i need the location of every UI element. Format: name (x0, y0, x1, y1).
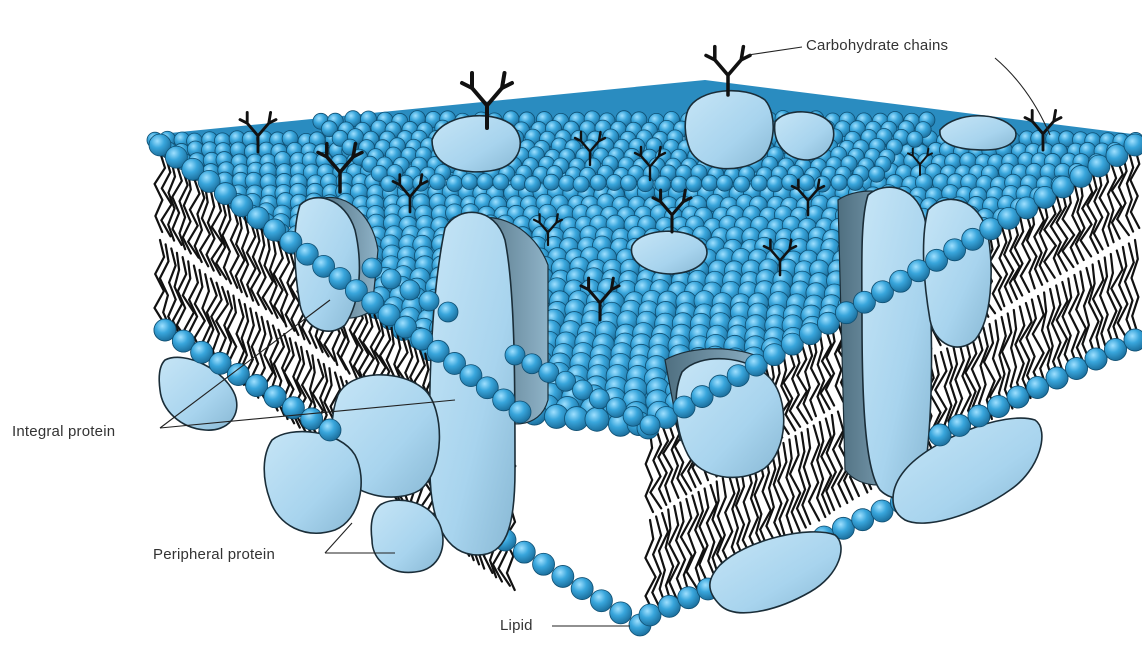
lipid-tail (1083, 268, 1092, 363)
lipid-head (429, 174, 445, 190)
lipid-head (533, 553, 555, 575)
lipid-head (606, 174, 622, 190)
lipid-head (400, 280, 420, 300)
peripheral-protein-label: Peripheral protein (153, 546, 275, 563)
lipid-head (419, 291, 439, 311)
lipid-head (871, 500, 893, 522)
lipid-head (798, 175, 814, 191)
lipid-head (1124, 134, 1142, 156)
peripheral-protein-b (371, 500, 443, 572)
surface-protein-back-left (432, 116, 520, 172)
lipid-head (734, 176, 750, 192)
lipid-head (513, 541, 535, 563)
peripheral-protein-e (710, 532, 841, 613)
surface-protein-center (631, 231, 706, 274)
lipid-tail (1125, 244, 1134, 339)
lipid-head (847, 174, 863, 190)
lipid-head (1027, 377, 1049, 399)
lipid-tail (797, 343, 807, 423)
lipid-head (509, 401, 531, 423)
lipid-head (658, 595, 680, 617)
lipid-tail (817, 422, 825, 517)
lipid-tail (659, 513, 668, 608)
carbohydrate-chains-label: Carbohydrate chains (806, 37, 948, 54)
lipid-head (907, 131, 923, 147)
lipid-head (493, 174, 509, 190)
lipid-head (477, 174, 493, 190)
lipid-head (573, 176, 589, 192)
lipid-tail (999, 226, 1007, 306)
lipid-label: Lipid (500, 617, 533, 634)
peripheral-protein-a (264, 432, 361, 534)
lipid-head (852, 509, 874, 531)
lipid-head (381, 176, 397, 192)
lipid-head (590, 590, 612, 612)
lipid-head (640, 415, 660, 435)
lipid-head (525, 176, 541, 192)
lipid-tail (652, 517, 661, 612)
lipid-head (639, 604, 661, 626)
lipid-head (621, 175, 637, 191)
lipid-head (585, 407, 609, 431)
lipid-head (559, 175, 575, 191)
lipid-head (1085, 348, 1107, 370)
surface-protein-back-center (685, 91, 773, 169)
lipid-head (543, 174, 559, 190)
lipid-tail (1126, 152, 1133, 232)
lipid-head (655, 176, 671, 192)
lipid-head (362, 258, 382, 278)
lipid-head (381, 269, 401, 289)
surface-protein-far-right (940, 116, 1016, 150)
lipid-head (678, 587, 700, 609)
lipid-tail (1089, 265, 1099, 360)
lipid-head (1105, 339, 1127, 361)
lipid-tail (646, 432, 653, 512)
lipid-tail (669, 506, 679, 601)
lipid-head (610, 602, 632, 624)
lipid-head (447, 176, 463, 192)
lipid-head (968, 405, 990, 427)
lipid-head (929, 424, 951, 446)
lipid-head (590, 174, 606, 190)
lipid-head (1007, 386, 1029, 408)
lipid-head (751, 175, 767, 191)
lipid-head (831, 174, 847, 190)
lipid-tail (786, 440, 793, 535)
integral-protein-right-tall (862, 187, 932, 498)
lipid-head (988, 396, 1010, 418)
lipid-head (869, 166, 885, 182)
lipid-head (686, 176, 702, 192)
lipid-head (571, 578, 593, 600)
lipid-tail (645, 520, 655, 615)
lipid-tail (818, 333, 825, 413)
lipid-head (461, 174, 477, 190)
integral-protein-label: Integral protein (12, 423, 115, 440)
integral-protein-right-back (924, 199, 992, 347)
lipid-head (702, 175, 718, 191)
lipid-head (1046, 367, 1068, 389)
lipid-head (319, 419, 341, 441)
lipid-tail (809, 426, 819, 521)
carbohydrate-leader-a (748, 47, 802, 55)
lipid-head (438, 302, 458, 322)
lipid-tail (810, 336, 819, 416)
lipid-head (1124, 329, 1142, 351)
lipid-head (717, 175, 733, 191)
lipid-head (552, 565, 574, 587)
lipid-head (767, 176, 783, 192)
lipid-head (1066, 358, 1088, 380)
lipid-head (949, 415, 971, 437)
lipid-tail (826, 326, 835, 406)
